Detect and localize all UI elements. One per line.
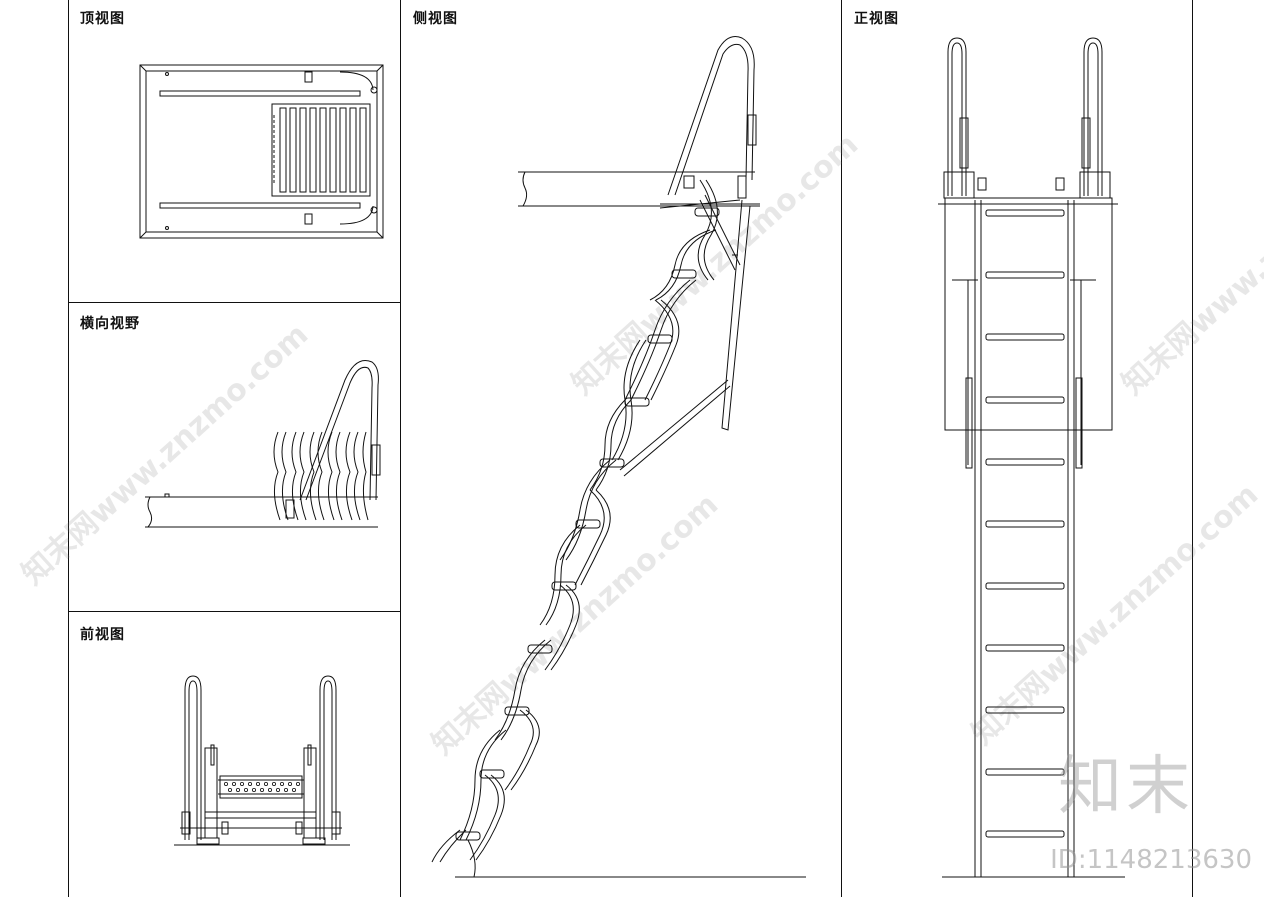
frame-divider-2 xyxy=(841,0,842,897)
watermark-id: ID:1148213630 xyxy=(1050,845,1252,875)
frame-left-border xyxy=(68,0,69,897)
frame-divider-1 xyxy=(400,0,401,897)
frame-right-border xyxy=(1192,0,1193,897)
lateral-view-title: 横向视野 xyxy=(80,316,140,332)
top-view-title: 顶视图 xyxy=(80,11,125,27)
frame-hline-1 xyxy=(68,302,401,303)
front-view-drawing xyxy=(174,675,350,846)
watermark-logo: 知末 xyxy=(1058,750,1194,824)
side-view-title: 侧视图 xyxy=(413,11,458,27)
top-view-drawing xyxy=(139,64,384,239)
elevation-view-drawing xyxy=(938,37,1125,878)
front-view-title: 前视图 xyxy=(80,627,125,643)
side-view-drawing xyxy=(431,36,806,878)
elevation-view-title: 正视图 xyxy=(854,11,899,27)
frame-hline-2 xyxy=(68,611,401,612)
lateral-view-drawing xyxy=(145,360,381,528)
